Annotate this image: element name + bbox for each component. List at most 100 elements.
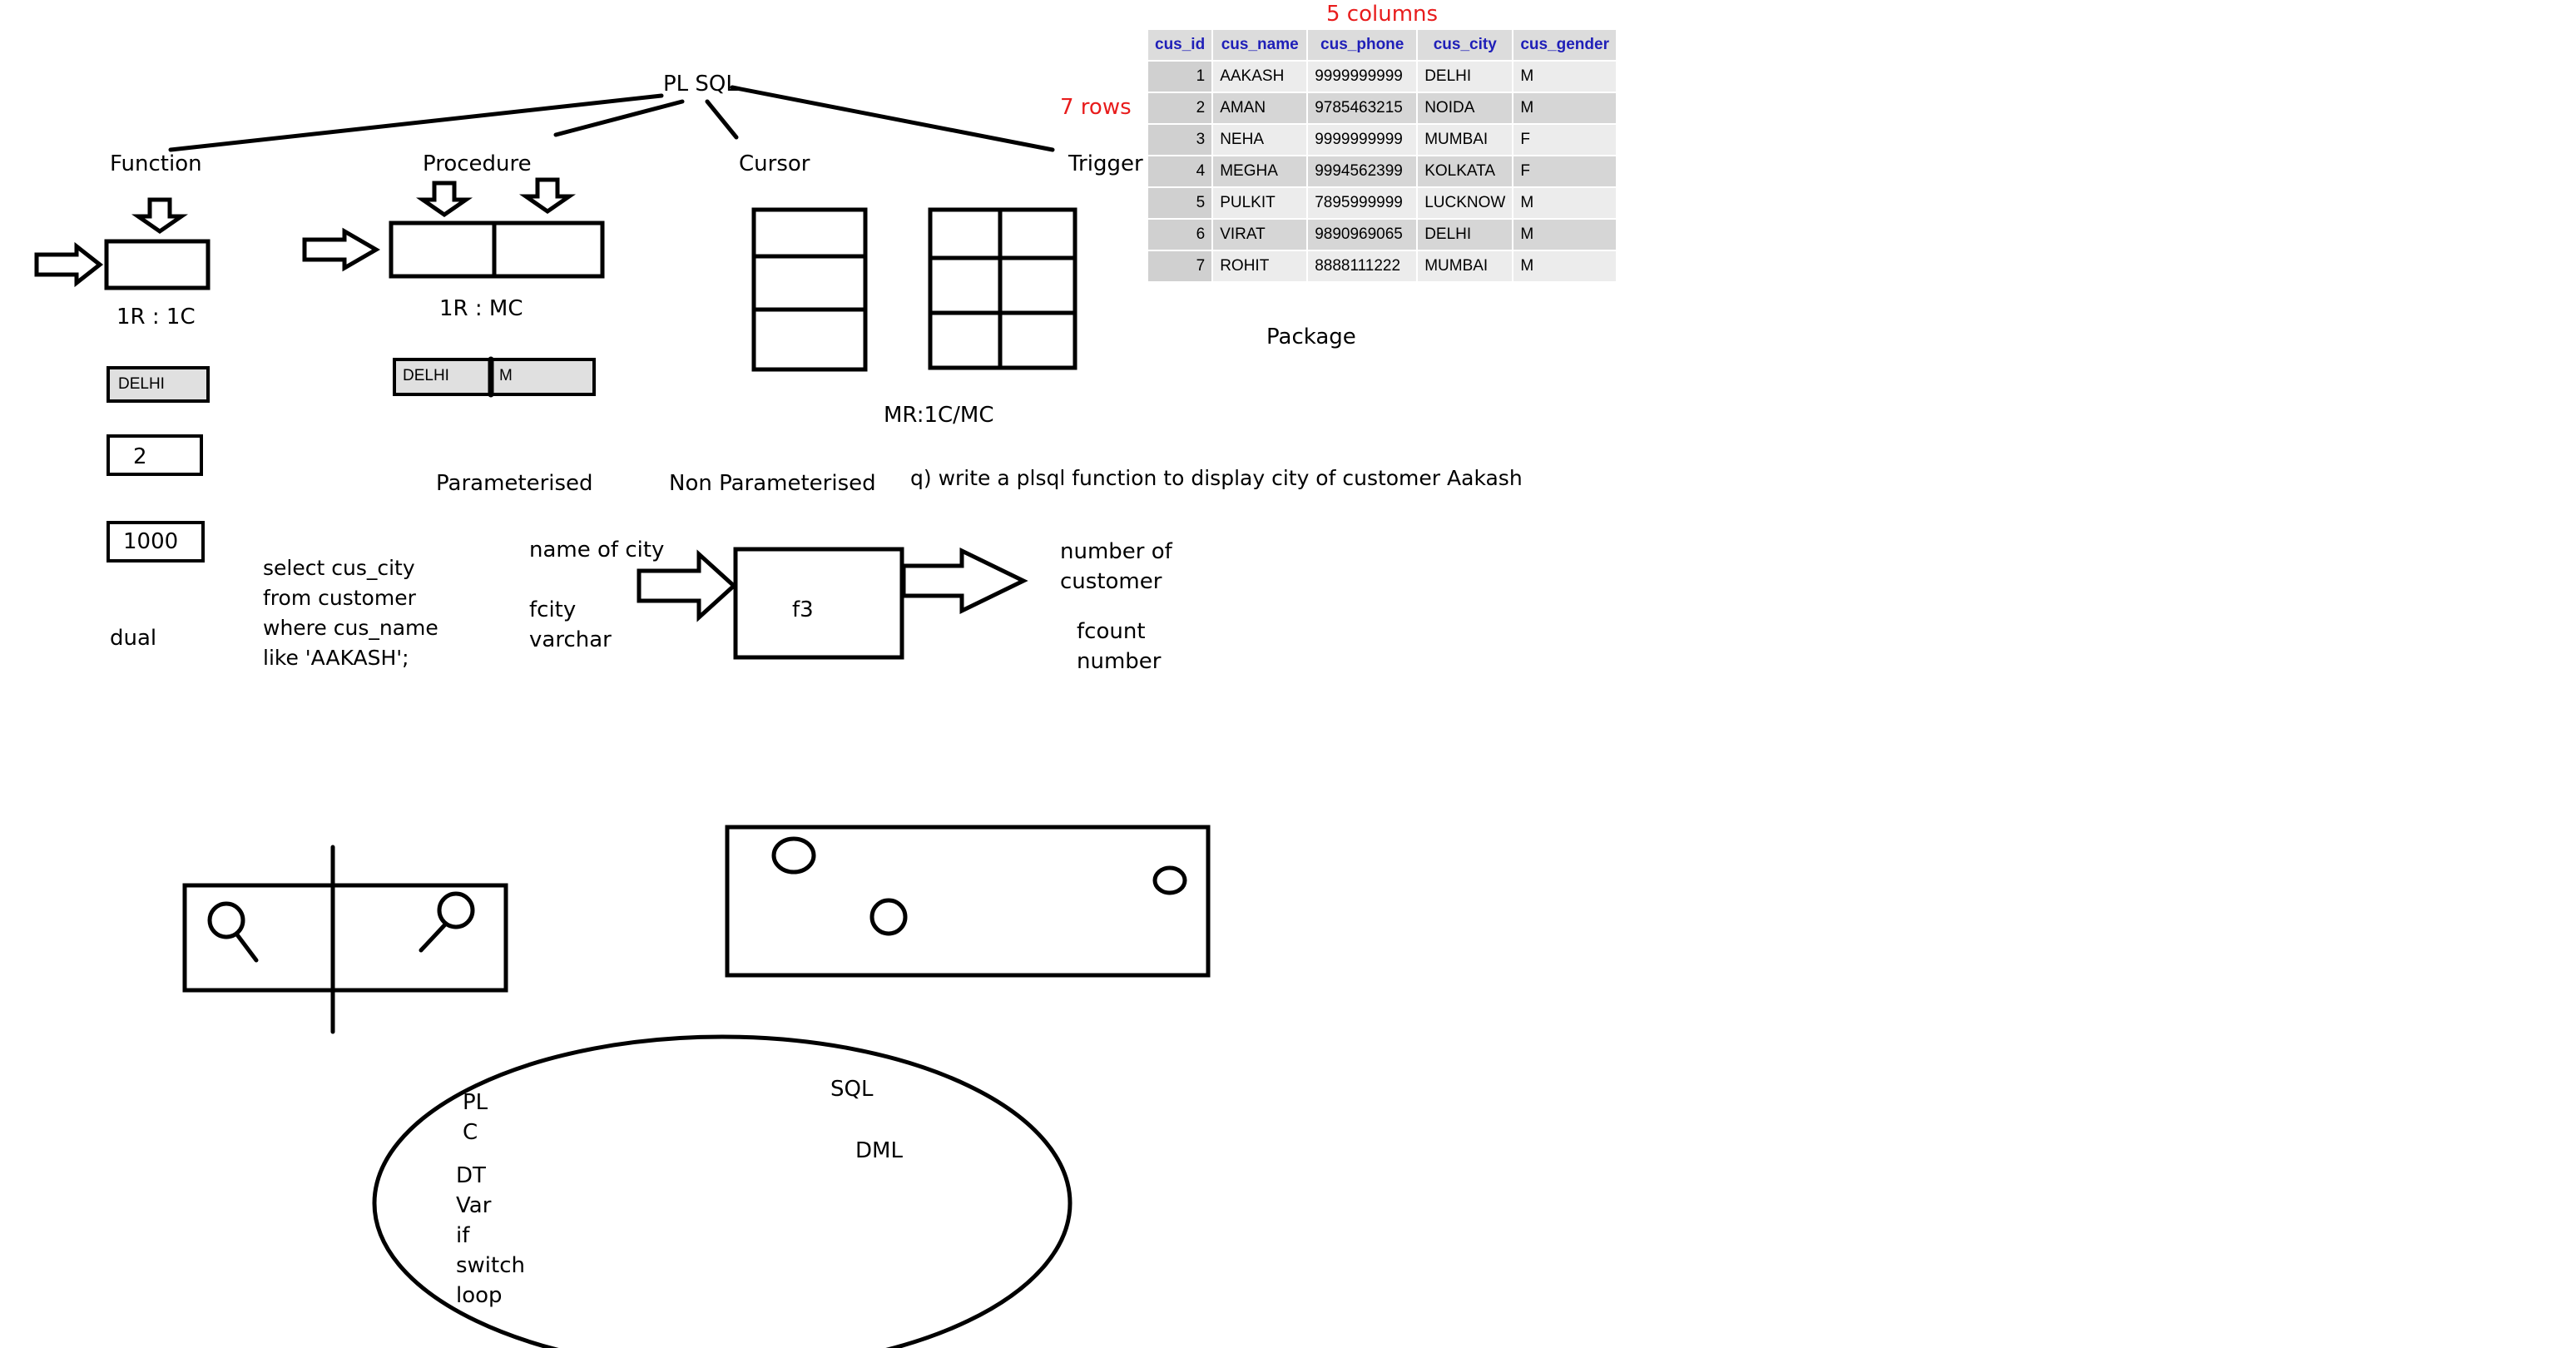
- table-cell: 4: [1148, 156, 1214, 188]
- table-row: 7 ROHIT 8888111222 MUMBAI M: [1148, 251, 1617, 283]
- table-cell: MUMBAI: [1418, 251, 1514, 283]
- table-cell: NEHA: [1213, 125, 1309, 156]
- tree-line-trigger: [730, 85, 1055, 152]
- query-line: select cus_city: [263, 556, 415, 580]
- table-cell: M: [1513, 251, 1617, 283]
- table-cell: M: [1513, 220, 1617, 251]
- function-ratio: 1R : 1C: [116, 305, 196, 330]
- cursor-grid-multi-column: [928, 207, 1077, 370]
- table-cell: 7: [1148, 251, 1214, 283]
- value-thousand-text: 1000: [123, 529, 179, 554]
- table-cell: 5: [1148, 188, 1214, 220]
- table-cell: 8888111222: [1308, 251, 1419, 283]
- table-cell: VIRAT: [1213, 220, 1309, 251]
- procedure-ratio: 1R : MC: [439, 296, 523, 321]
- ellipse-label: DT: [456, 1163, 486, 1188]
- table-cell: 9785463215: [1308, 93, 1419, 125]
- rows-annotation: 7 rows: [1060, 95, 1132, 120]
- table-cell: NOIDA: [1418, 93, 1514, 125]
- right-arrow-icon: [302, 227, 380, 272]
- magnifier-icon: [437, 891, 475, 929]
- right-arrow-icon: [34, 241, 104, 288]
- table-cell: 9999999999: [1308, 62, 1419, 93]
- column-header[interactable]: cus_gender: [1513, 30, 1617, 62]
- table-cell: 7895999999: [1308, 188, 1419, 220]
- table-cell: KOLKATA: [1418, 156, 1514, 188]
- category-trigger: Trigger: [1068, 151, 1143, 176]
- table-row: 4 MEGHA 9994562399 KOLKATA F: [1148, 156, 1617, 188]
- value-delhi-text: DELHI: [118, 375, 165, 393]
- value-box-two: [107, 434, 203, 476]
- table-cell: PULKIT: [1213, 188, 1309, 220]
- table-cell: F: [1513, 125, 1617, 156]
- pl-sql-ellipse: [372, 1034, 1073, 1348]
- tree-line-cursor: [705, 99, 739, 140]
- input-label: name of city: [529, 538, 665, 562]
- function-f3-box: [733, 547, 904, 660]
- ellipse-label: loop: [456, 1283, 503, 1308]
- table-header-row: cus_id cus_name cus_phone cus_city cus_g…: [1148, 30, 1617, 62]
- parameterised-label: Parameterised: [436, 471, 593, 496]
- output-arrow-icon: [901, 548, 1028, 614]
- pl-sql-title: PL SQL: [663, 72, 738, 97]
- procedure-gender-text: M: [499, 367, 513, 384]
- ellipse-label: C: [463, 1120, 478, 1145]
- table-cell: DELHI: [1418, 62, 1514, 93]
- dot-icon: [771, 836, 816, 875]
- question-text: q) write a plsql function to display cit…: [910, 466, 1523, 490]
- dot-icon: [869, 898, 908, 936]
- customer-table: cus_id cus_name cus_phone cus_city cus_g…: [1148, 30, 1617, 283]
- table-cell: 6: [1148, 220, 1214, 251]
- ellipse-label: PL: [463, 1090, 488, 1115]
- output-var-name: fcount: [1077, 619, 1146, 644]
- column-header[interactable]: cus_phone: [1308, 30, 1419, 62]
- dual-label: dual: [110, 626, 157, 651]
- query-line: from customer: [263, 586, 416, 610]
- dots-panel: [725, 825, 1211, 978]
- non-parameterised-label: Non Parameterised: [669, 471, 876, 496]
- columns-annotation: 5 columns: [1326, 2, 1439, 27]
- procedure-city-text: DELHI: [403, 367, 449, 384]
- table-row: 6 VIRAT 9890969065 DELHI M: [1148, 220, 1617, 251]
- table-cell: MEGHA: [1213, 156, 1309, 188]
- ellipse-label: Var: [456, 1193, 492, 1218]
- input-param-name: fcity: [529, 597, 577, 622]
- table-row: 5 PULKIT 7895999999 LUCKNOW M: [1148, 188, 1617, 220]
- category-function: Function: [110, 151, 202, 176]
- ellipse-label: if: [456, 1223, 470, 1248]
- column-header[interactable]: cus_id: [1148, 30, 1214, 62]
- output-label-line1: number of: [1060, 539, 1172, 564]
- cursor-ratio: MR:1C/MC: [884, 403, 994, 428]
- function-box: [104, 239, 211, 290]
- input-param-type: varchar: [529, 627, 612, 652]
- table-cell: M: [1513, 93, 1617, 125]
- value-box-thousand: [107, 521, 205, 562]
- value-box-delhi: [107, 366, 210, 403]
- table-row: 3 NEHA 9999999999 MUMBAI F: [1148, 125, 1617, 156]
- table-cell: 3: [1148, 125, 1214, 156]
- magnifier-icon: [207, 901, 245, 939]
- table-cell: AAKASH: [1213, 62, 1309, 93]
- table-row: 2 AMAN 9785463215 NOIDA M: [1148, 93, 1617, 125]
- ellipse-label: switch: [456, 1253, 526, 1278]
- table-cell: 9999999999: [1308, 125, 1419, 156]
- table-cell: 2: [1148, 93, 1214, 125]
- column-header[interactable]: cus_name: [1213, 30, 1309, 62]
- dot-icon: [1152, 865, 1187, 895]
- table-cell: MUMBAI: [1418, 125, 1514, 156]
- package-label: Package: [1266, 325, 1356, 349]
- table-cell: ROHIT: [1213, 251, 1309, 283]
- input-arrow-icon: [637, 549, 737, 622]
- category-procedure: Procedure: [423, 151, 532, 176]
- table-cell: M: [1513, 188, 1617, 220]
- down-arrow-icon: [518, 177, 577, 215]
- output-label-line2: customer: [1060, 569, 1162, 594]
- table-cell: 9890969065: [1308, 220, 1419, 251]
- query-line: like 'AAKASH';: [263, 646, 409, 670]
- value-two-text: 2: [133, 444, 147, 469]
- ellipse-label: SQL: [830, 1077, 874, 1102]
- column-header[interactable]: cus_city: [1418, 30, 1514, 62]
- procedure-value-row: [393, 358, 596, 396]
- table-cell: DELHI: [1418, 220, 1514, 251]
